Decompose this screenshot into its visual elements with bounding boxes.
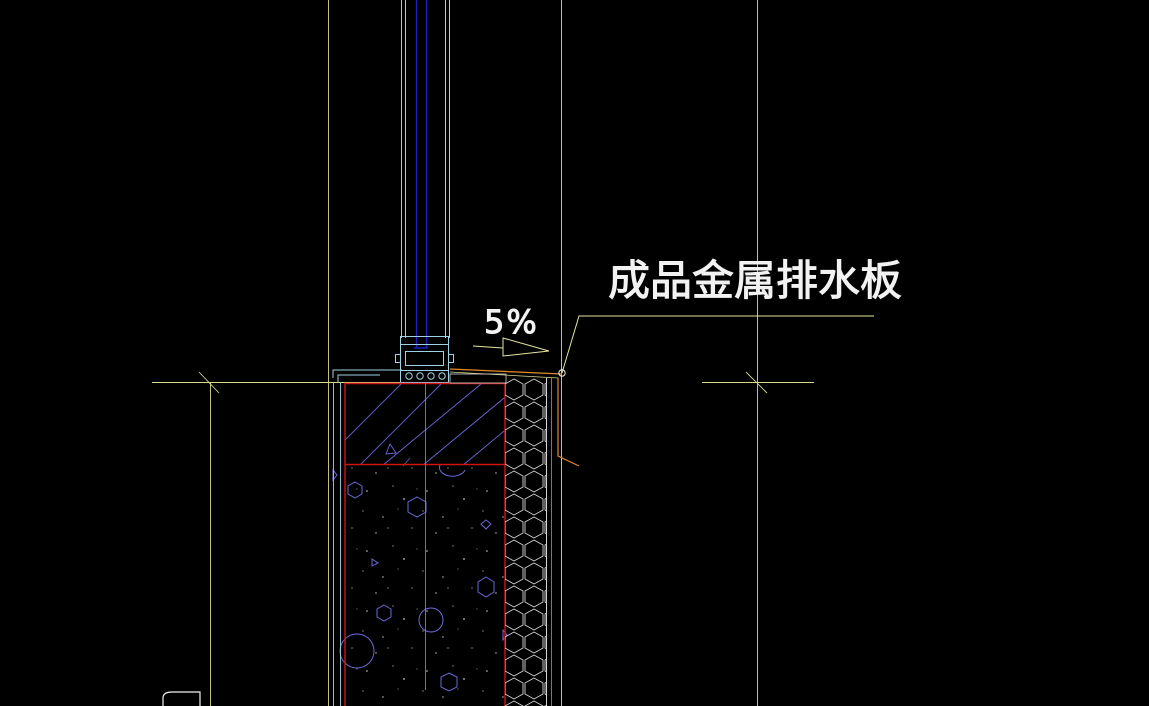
wall-section [332, 373, 552, 706]
window-mullion [332, 0, 454, 383]
callout: 成品金属排水板 [558, 256, 903, 377]
insulation-strip [505, 378, 546, 706]
drain-board-slope [449, 368, 563, 375]
sill-frame-inner [405, 351, 444, 366]
slope-arrow-shaft [472, 345, 504, 349]
slope-arrow-head [502, 337, 550, 357]
drain-board [449, 368, 580, 467]
callout-leader [561, 315, 874, 374]
aggregate [332, 464, 508, 692]
slope-label: 5% [484, 303, 539, 341]
callout-label: 成品金属排水板 [608, 256, 902, 305]
reference-lines [152, 0, 814, 706]
callout-anchor [558, 369, 566, 377]
partial-symbol [162, 691, 201, 706]
tick-right [745, 371, 768, 394]
slope-annotation: 5% [472, 303, 550, 357]
inner-flashing [332, 369, 402, 378]
tick-left [198, 371, 220, 394]
drain-board-drip [557, 378, 580, 467]
